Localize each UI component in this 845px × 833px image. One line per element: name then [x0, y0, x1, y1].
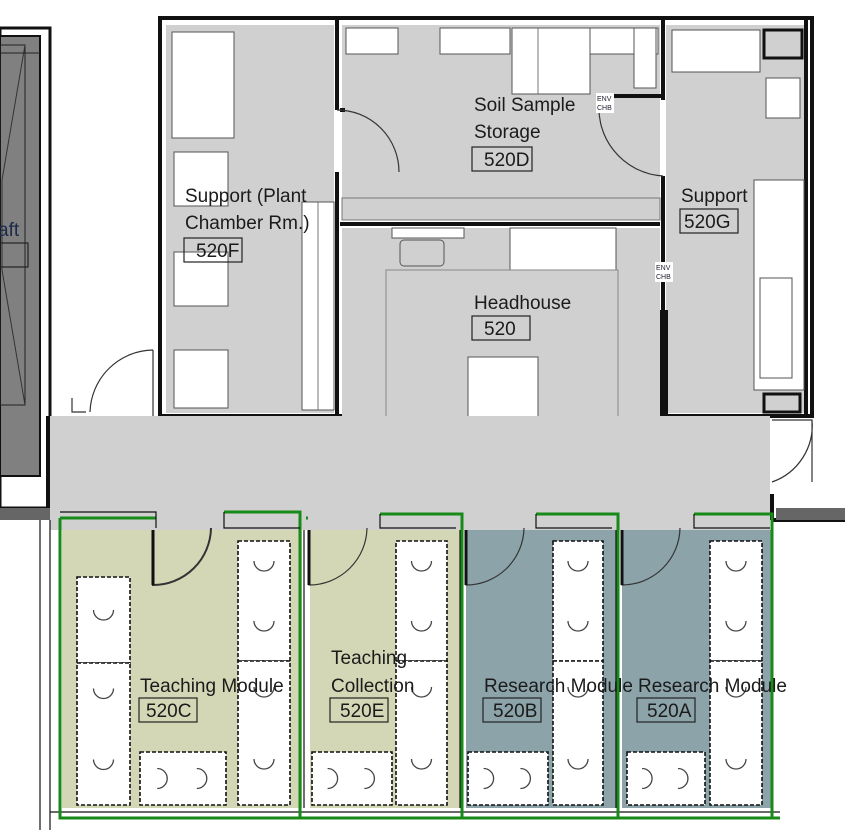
svg-text:Support (Plant: Support (Plant — [185, 186, 307, 207]
chair-icon — [410, 686, 433, 698]
chair-icon — [567, 560, 589, 572]
shaft: aft — [0, 26, 52, 510]
chair-icon — [642, 767, 653, 790]
room-label-520A: Research Module 520A — [636, 676, 787, 723]
chair-icon — [253, 620, 275, 632]
chair-icon — [157, 767, 168, 790]
svg-text:Research Module: Research Module — [484, 676, 633, 697]
room-label-520B: Research Module 520B — [482, 676, 633, 723]
env-tag-text: ENV — [597, 96, 612, 103]
lab-bench — [467, 751, 549, 806]
chair-icon — [253, 758, 275, 770]
chair-icon — [253, 560, 275, 572]
svg-text:Storage: Storage — [474, 122, 541, 143]
chair-icon — [92, 688, 115, 700]
chair-icon — [520, 767, 532, 790]
svg-text:Collection: Collection — [331, 676, 414, 697]
lab-bench — [626, 751, 706, 806]
svg-text:520C: 520C — [146, 701, 191, 722]
room-label-520G: Support 520G — [679, 186, 748, 234]
lab-bench — [709, 660, 763, 806]
room-label-520: Headhouse 520 — [471, 293, 571, 341]
svg-text:520F: 520F — [196, 241, 239, 262]
chair-icon — [725, 620, 747, 632]
lab-bench — [395, 540, 448, 662]
chair-icon — [725, 560, 747, 572]
chair-icon — [92, 609, 115, 621]
env-tag: ENV CHB — [655, 262, 673, 282]
chair-icon — [567, 758, 589, 770]
lab-bench — [139, 751, 227, 806]
corridor — [50, 416, 770, 530]
chair-icon — [196, 767, 208, 790]
lab-bench — [395, 660, 448, 806]
room-label-520F: Support (Plant Chamber Rm.) 520F — [183, 186, 310, 263]
room-label-520C: Teaching Module 520C — [138, 676, 284, 723]
svg-text:Headhouse: Headhouse — [474, 293, 571, 314]
svg-text:520B: 520B — [493, 701, 537, 722]
lab-bench — [76, 662, 131, 806]
chair-icon — [725, 686, 747, 698]
lab-bench — [552, 540, 604, 662]
chair-icon — [483, 767, 495, 790]
env-tag-text: CHB — [597, 105, 612, 112]
room-520D — [342, 25, 660, 220]
lab-bench — [709, 540, 763, 662]
env-tag-text: CHB — [656, 274, 671, 281]
lab-bench — [311, 751, 393, 806]
chair-icon — [410, 620, 433, 632]
chair-icon — [253, 686, 275, 698]
svg-text:520D: 520D — [484, 150, 529, 171]
svg-text:520G: 520G — [684, 212, 730, 233]
chair-icon — [92, 759, 115, 771]
svg-text:520E: 520E — [340, 701, 384, 722]
room-label-520E: Teaching Collection 520E — [329, 648, 414, 723]
lab-bench — [237, 660, 291, 806]
chair-icon — [364, 767, 376, 790]
room-label-520D: Soil Sample Storage 520D — [471, 95, 575, 172]
lab-bench — [552, 660, 604, 806]
chair-icon — [410, 758, 433, 770]
env-tag-text: ENV — [656, 265, 671, 272]
shaft-label: aft — [0, 220, 20, 241]
chair-icon — [725, 758, 747, 770]
chair-icon — [327, 767, 339, 790]
lab-bench — [237, 540, 291, 662]
chair-icon — [677, 767, 689, 790]
svg-text:Teaching Module: Teaching Module — [140, 676, 284, 697]
svg-text:Soil Sample: Soil Sample — [474, 95, 575, 116]
svg-text:Research Module: Research Module — [638, 676, 787, 697]
env-tag: ENV CHB — [596, 93, 614, 113]
svg-text:520A: 520A — [647, 701, 692, 722]
svg-text:Chamber Rm.): Chamber Rm.) — [185, 213, 310, 234]
svg-text:Teaching: Teaching — [331, 648, 407, 669]
chair-icon — [410, 560, 433, 572]
svg-text:520: 520 — [484, 319, 516, 340]
svg-text:Support: Support — [681, 186, 748, 207]
chair-icon — [567, 686, 589, 698]
chair-icon — [567, 620, 589, 632]
